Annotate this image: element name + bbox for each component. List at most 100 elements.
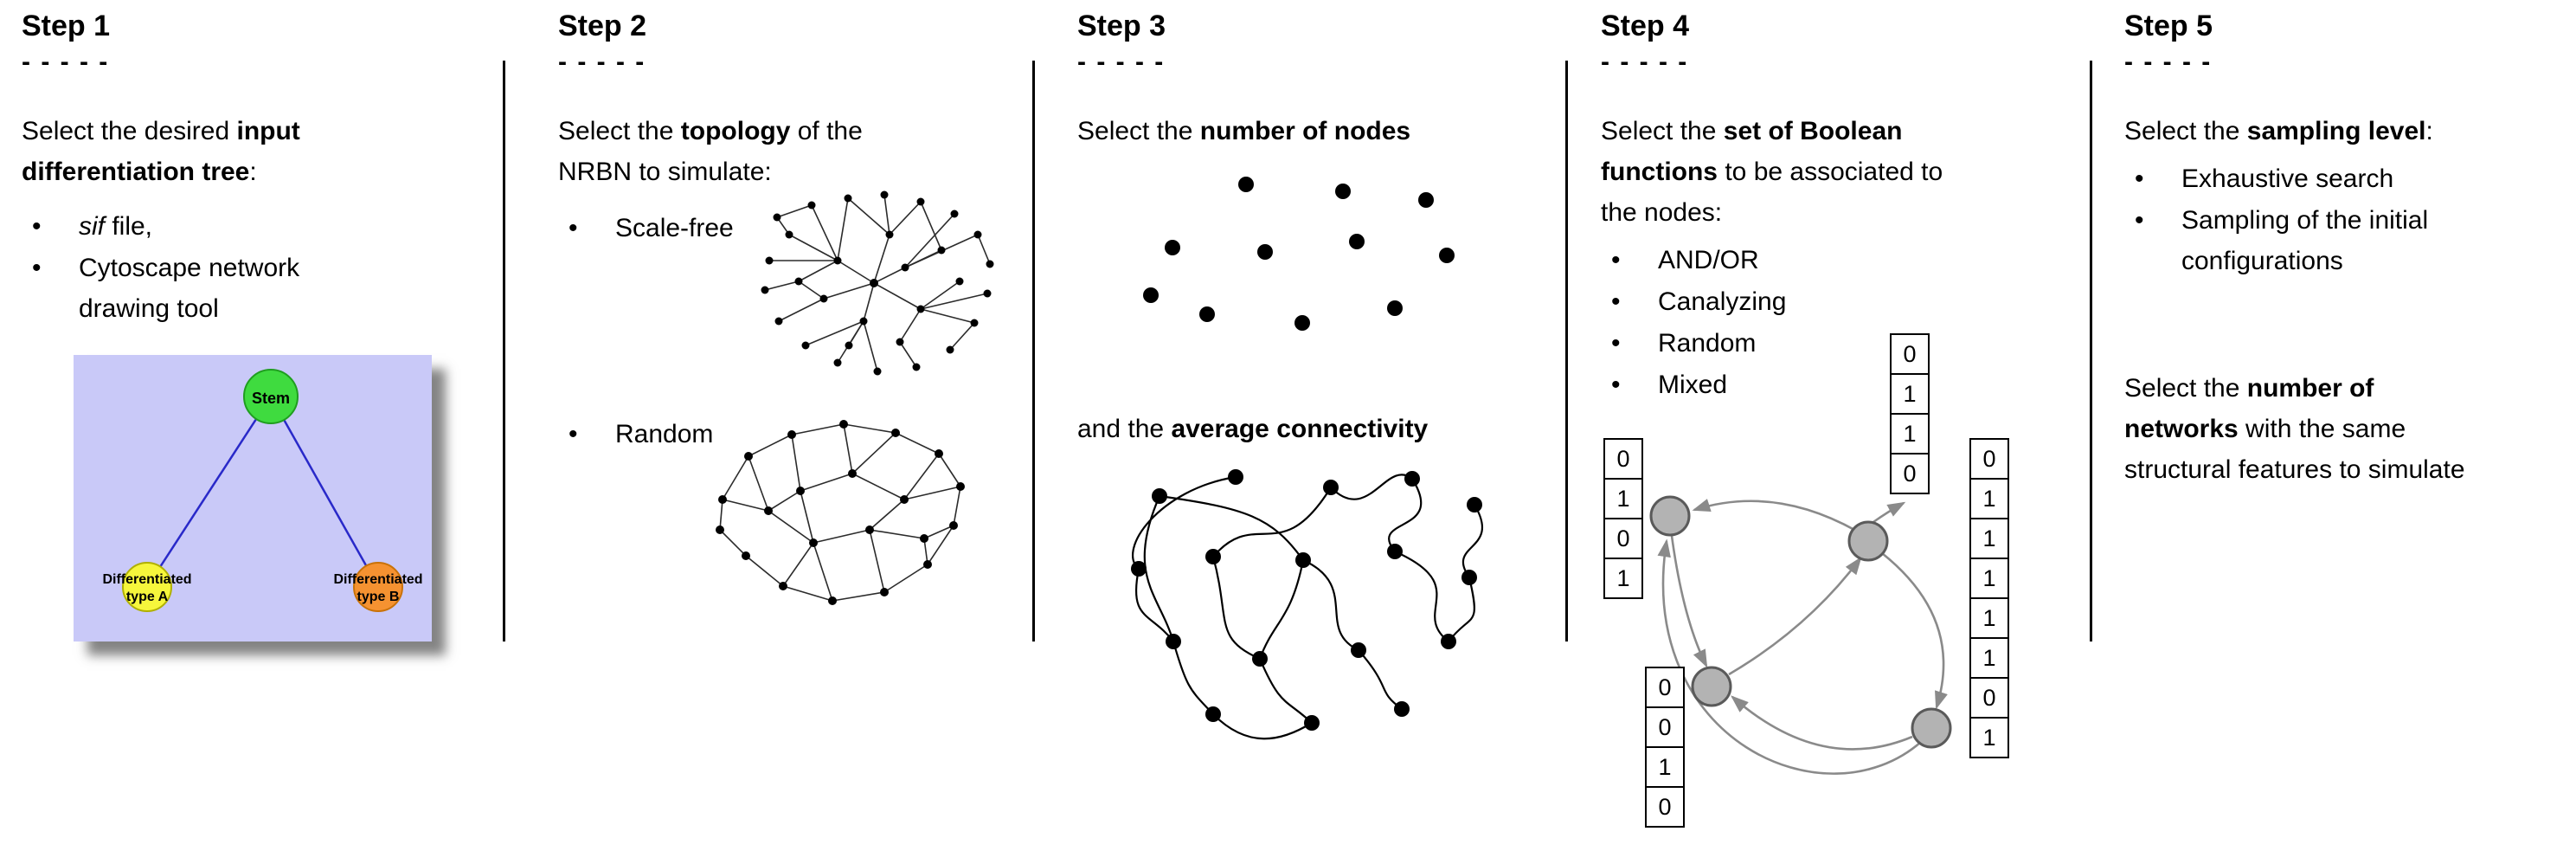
step1-column: Step 1 - - - - - Select the desired inpu…: [22, 9, 432, 641]
bullet-marker: •: [569, 420, 578, 448]
bullet-marker: •: [1611, 287, 1621, 316]
bullet-marker: •: [2135, 206, 2144, 235]
sampling-line1: Sampling of the initial: [2181, 206, 2429, 235]
step5-intro-pre: Select the: [2124, 117, 2247, 145]
column-divider: [503, 61, 505, 641]
type-b-node: [353, 562, 403, 612]
step3-line2-bold: average connectivity: [1171, 415, 1429, 443]
boolean-network-svg: [1649, 495, 1952, 775]
boolean-node-4: [1911, 707, 1952, 749]
step1-bullet-sif: • sif file,: [22, 206, 394, 247]
truth-table-left: 0 1 0 1: [1603, 438, 1643, 599]
step5-title: Step 5: [2124, 10, 2213, 42]
nodes-dots-figure: [1143, 177, 1455, 331]
truth-table-cell: 0: [1890, 453, 1930, 494]
bullet-marker: •: [32, 254, 42, 282]
step4-title: Step 4: [1601, 10, 1690, 42]
step1-bullet-sif-text: sif file,: [79, 206, 394, 247]
step3-dashes: - - - - -: [1077, 48, 1166, 76]
bullet-marker: •: [1611, 371, 1621, 399]
stem-label: Stem: [252, 390, 290, 407]
bullet-marker: •: [2135, 164, 2144, 193]
step3-line1-pre: Select the: [1077, 117, 1200, 145]
truth-table-cell: 1: [1890, 373, 1930, 415]
boolean-node-1: [1649, 495, 1691, 537]
step1-intro-bold2: differentiation tree: [22, 158, 250, 186]
differentiation-tree-svg: Stem Differentiated type A Differentiate…: [74, 355, 432, 641]
step5-second-pre: Select the: [2124, 374, 2247, 403]
step2-bullet-scale-free: • Scale-free: [558, 208, 1025, 248]
differentiation-tree-figure: Stem Differentiated type A Differentiate…: [74, 355, 432, 641]
sif-rest: file,: [105, 212, 153, 241]
step3-line1-bold: number of nodes: [1199, 117, 1411, 145]
step1-intro-text: Select the desired: [22, 117, 237, 145]
truth-table-cell: 0: [1603, 438, 1643, 480]
step4-intro: Select the set of Boolean functions to b…: [1601, 111, 1973, 233]
truth-table-bottom: 0 0 1 0: [1645, 667, 1685, 828]
step1-dashes: - - - - -: [22, 48, 110, 76]
step5-intro: Select the sampling level:: [2124, 111, 2566, 152]
step2-intro-bold: topology: [680, 117, 791, 145]
truth-table-cell: 0: [1969, 677, 2009, 719]
step4-bullet-mixed: • Mixed: [1601, 364, 1973, 405]
step5-second: Select the number of networks with the s…: [2124, 368, 2566, 490]
column-divider: [1565, 61, 1568, 641]
connectivity-network-figure: [1131, 469, 1484, 740]
step5-column: Step 5 - - - - - Select the sampling lev…: [2124, 9, 2566, 490]
truth-table-cell: 1: [1969, 717, 2009, 758]
step2-intro-line2: NRBN to simulate:: [558, 158, 772, 186]
bullet-marker: •: [569, 214, 578, 242]
step2-bullet-random: • Random: [558, 414, 1025, 455]
cytoscape-line2: drawing tool: [79, 294, 219, 323]
type-a-label-line2: type A: [126, 590, 169, 604]
column-divider: [2090, 61, 2092, 641]
truth-table-right: 0 1 1 1 1 1 0 1: [1969, 438, 2009, 758]
bullet-marker: •: [32, 212, 42, 241]
cytoscape-line1: Cytoscape network: [79, 254, 300, 282]
step2-column: Step 2 - - - - - Select the topology of …: [558, 9, 1025, 605]
step2-intro: Select the topology of the NRBN to simul…: [558, 111, 1025, 192]
scale-free-network-figure: [761, 190, 994, 376]
step1-intro-bold: input: [236, 117, 300, 145]
type-a-node: [122, 562, 172, 612]
step1-bullet-cytoscape: • Cytoscape network drawing tool: [22, 248, 394, 329]
step3-column: Step 3 - - - - - Select the number of no…: [1077, 9, 1562, 740]
step4-intro-post: to be associated to: [1718, 158, 1943, 186]
random-network-figure: [716, 420, 965, 605]
step1-intro: Select the desired input differentiation…: [22, 111, 394, 192]
truth-table-cell: 0: [1969, 438, 2009, 480]
step2-title: Step 2: [558, 10, 647, 42]
step4-column: Step 4 - - - - - Select the set of Boole…: [1601, 9, 2009, 828]
step4-intro-bold1: set of Boolean: [1723, 117, 1903, 145]
truth-table-cell: 0: [1603, 518, 1643, 559]
step5-intro-bold: sampling level: [2246, 117, 2426, 145]
truth-table-cell: 1: [1603, 478, 1643, 519]
sif-italic: sif: [79, 212, 105, 241]
andor-label: AND/OR: [1658, 246, 1759, 274]
truth-table-cell: 0: [1890, 333, 1930, 375]
step1-intro-colon: :: [249, 158, 257, 186]
bullet-marker: •: [1611, 329, 1621, 358]
step4-bullet-random: • Random: [1601, 323, 1973, 364]
boolean-node-2: [1847, 520, 1889, 562]
step4-intro-bold2: functions: [1601, 158, 1718, 186]
step4-intro-pre: Select the: [1601, 117, 1724, 145]
truth-table-cell: 1: [1969, 558, 2009, 599]
truth-table-cell: 0: [1645, 667, 1685, 708]
tree-edge-a: [145, 396, 273, 588]
type-b-label-line2: type B: [357, 590, 400, 604]
scale-free-label: Scale-free: [615, 214, 734, 242]
truth-table-cell: 1: [1890, 413, 1930, 455]
type-a-label-line1: Differentiated: [102, 572, 191, 587]
step2-intro-post: of the: [790, 117, 863, 145]
stem-node: [243, 369, 299, 424]
step1-bullet-cytoscape-text: Cytoscape network drawing tool: [79, 248, 394, 329]
truth-table-cell: 0: [1645, 706, 1685, 748]
step5-intro-post: :: [2425, 117, 2433, 145]
truth-table-cell: 1: [1969, 637, 2009, 679]
step4-bullet-andor: • AND/OR: [1601, 240, 1973, 280]
truth-table-cell: 0: [1645, 786, 1685, 828]
step1-title: Step 1: [22, 10, 111, 42]
